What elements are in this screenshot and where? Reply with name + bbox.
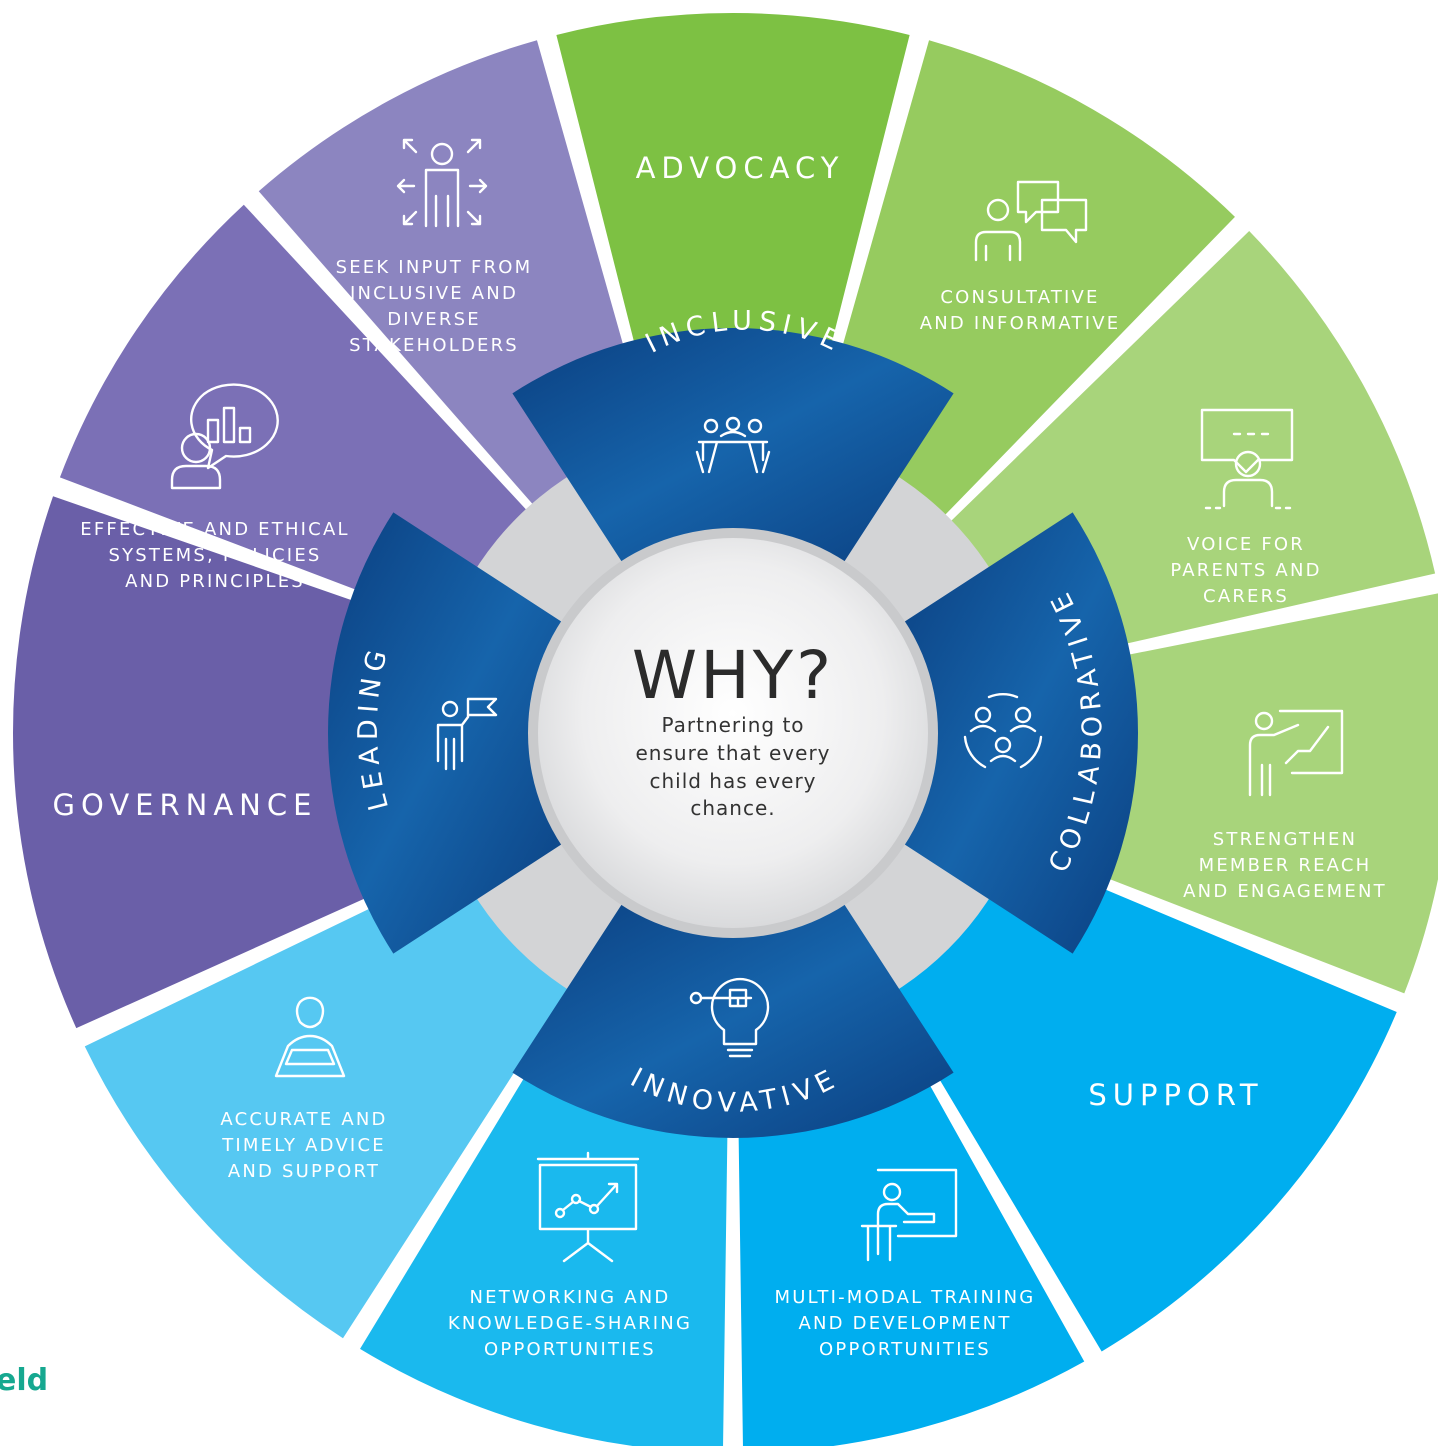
stakeholder-arrows-icon: [396, 138, 488, 228]
trainer-board-icon: [860, 1168, 958, 1262]
segment-stakeholders-line: STAKEHOLDERS: [349, 335, 519, 356]
speaker-voice-icon: [1200, 408, 1294, 510]
value-ring: [328, 328, 1138, 1138]
meeting-table-icon: [695, 416, 771, 474]
idea-key-icon: [689, 977, 770, 1058]
category-advocacy: ADVOCACY: [636, 151, 845, 185]
ring-label-leading: LEADING: [353, 642, 395, 814]
segment-consultative-line: CONSULTATIVE: [940, 287, 1099, 308]
ring-arc-collaborative: [900, 512, 1138, 954]
leader-flag-icon: [436, 697, 498, 771]
segment-support: [886, 849, 1397, 1352]
segment-training-line: OPPORTUNITIES: [819, 1339, 991, 1360]
segment-advice-line: TIMELY ADVICE: [221, 1135, 386, 1156]
segment-advice: [84, 863, 571, 1339]
category-governance: GOVERNANCE: [53, 788, 318, 822]
segment-advice-line: AND SUPPORT: [228, 1161, 380, 1182]
segment-networking-line: KNOWLEDGE-SHARING: [448, 1313, 692, 1334]
segment-systems-line: EFFECTIVE AND ETHICAL: [80, 519, 349, 540]
team-circle-icon: [963, 693, 1043, 769]
ring-arc-inclusive: [512, 328, 954, 566]
center-tagline-line: chance.: [690, 796, 775, 820]
center-tagline-line: ensure that every: [636, 741, 831, 765]
segment-stakeholders-line: DIVERSE: [387, 309, 481, 330]
center-title: WHY?: [632, 637, 834, 714]
segment-networking-line: OPPORTUNITIES: [484, 1339, 656, 1360]
category-support: SUPPORT: [1088, 1078, 1263, 1112]
segment-systems-line: AND PRINCIPLES: [125, 571, 305, 592]
logo-fragment-text: eld: [0, 1363, 48, 1398]
presentation-growth-icon: [1248, 709, 1344, 797]
segment-networking-line: NETWORKING AND: [470, 1287, 671, 1308]
segment-voice-line: PARENTS AND: [1170, 560, 1321, 581]
center-tagline-line: Partnering to: [661, 713, 804, 737]
analytics-easel-icon: [536, 1151, 640, 1263]
segment-strengthen-line: STRENGTHEN: [1213, 829, 1357, 850]
segment-training-line: MULTI-MODAL TRAINING: [775, 1287, 1036, 1308]
segment-stakeholders-line: SEEK INPUT FROM: [336, 257, 533, 278]
segment-consultative-line: AND INFORMATIVE: [920, 313, 1121, 334]
segment-training-line: AND DEVELOPMENT: [798, 1313, 1011, 1334]
center-disc: [538, 538, 928, 928]
segment-voice-line: CARERS: [1203, 586, 1289, 607]
segment-systems: [59, 204, 530, 627]
ring-arc-leading: [328, 512, 566, 954]
center-tagline-line: child has every: [649, 769, 816, 793]
data-speech-icon: [170, 383, 279, 490]
advisor-laptop-icon: [274, 996, 346, 1078]
segment-advocacy: [556, 12, 910, 443]
ring-label-leading-text: LEADING: [353, 642, 389, 814]
segment-strengthen-line: AND ENGAGEMENT: [1183, 881, 1387, 902]
segment-stakeholders-line: INCLUSIVE AND: [350, 283, 518, 304]
segment-systems-line: SYSTEMS, POLICIES: [108, 545, 321, 566]
segment-advice-line: ACCURATE AND: [220, 1109, 387, 1130]
segment-strengthen-line: MEMBER REACH: [1199, 855, 1372, 876]
chat-bubbles-icon: [974, 180, 1088, 262]
ring-arc-innovative: [512, 900, 954, 1138]
segment-voice-line: VOICE FOR: [1187, 534, 1305, 555]
